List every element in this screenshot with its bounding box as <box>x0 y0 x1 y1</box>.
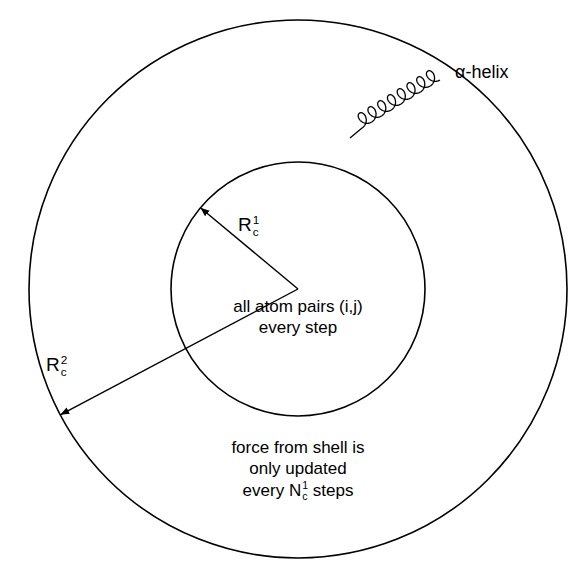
helix-label: α-helix <box>455 62 508 84</box>
circle-outline <box>171 162 425 416</box>
helix-drawing <box>350 71 440 138</box>
radius-label: Rc2 <box>46 354 67 378</box>
circle-outline <box>170 161 426 417</box>
radius-label: Rc1 <box>238 214 259 238</box>
circle-outline <box>29 20 567 558</box>
outer-circle: all atom pairs (i,j) every step force fro… <box>28 19 568 559</box>
radius-arrow <box>200 208 298 289</box>
inner-circle: all atom pairs (i,j) every step <box>170 161 426 417</box>
region-note: force from shell is only updated every N… <box>228 437 368 502</box>
region-note: all atom pairs (i,j) every step <box>233 296 363 339</box>
